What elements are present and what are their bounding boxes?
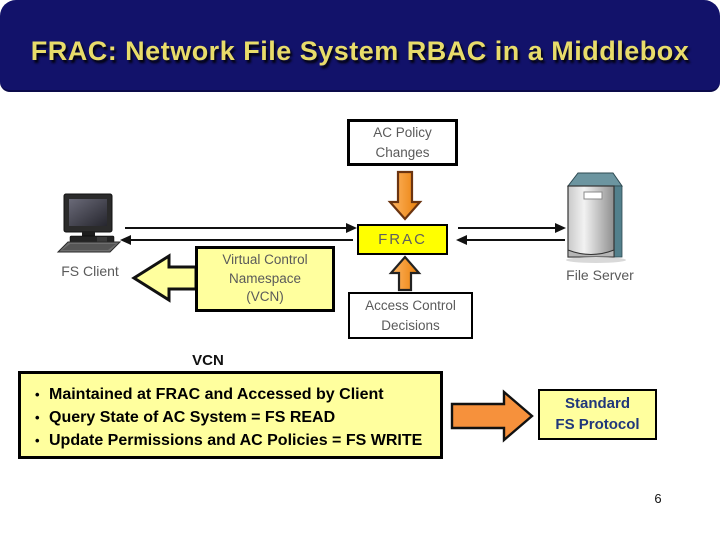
access-line1: Access Control [365, 297, 456, 313]
client-frac-connectors [120, 223, 357, 245]
standard-fs-protocol-box: Standard FS Protocol [538, 389, 657, 440]
frac-server-connectors [456, 223, 566, 245]
ac-policy-changes-box: AC Policy Changes [347, 119, 458, 166]
page-number: 6 [654, 491, 662, 506]
fs-client-label: FS Client [61, 263, 119, 279]
policy-down-arrow [387, 170, 423, 221]
ac-policy-line1: AC Policy [373, 124, 432, 140]
vcn-ns-line2: Namespace [228, 270, 302, 286]
slide-title: FRAC: Network File System RBAC in a Midd… [30, 35, 690, 66]
frac-label: FRAC [378, 231, 427, 248]
virtual-control-namespace-box: Virtual Control Namespace (VCN) [195, 246, 335, 312]
vcn-heading: VCN [192, 352, 224, 369]
access-line2: Decisions [381, 317, 440, 333]
vcn-details-box: Maintained at FRAC and Accessed by Clien… [18, 371, 443, 459]
protocol-right-arrow [450, 389, 534, 443]
file-server-label: File Server [566, 267, 634, 283]
server-tower-icon [566, 172, 626, 263]
vcn-ns-line1: Virtual Control [222, 251, 308, 267]
standard-line1: Standard [564, 395, 630, 413]
standard-line2: FS Protocol [555, 415, 640, 433]
frac-box: FRAC [357, 224, 448, 255]
vcn-bullet-2: Query State of AC System = FS READ [35, 406, 440, 429]
desktop-computer-icon [56, 193, 122, 253]
title-bar: FRAC: Network File System RBAC in a Midd… [0, 0, 720, 92]
vcn-bullet-3: Update Permissions and AC Policies = FS … [35, 429, 440, 452]
vcn-bullet-list: Maintained at FRAC and Accessed by Clien… [21, 383, 440, 452]
vcn-left-arrow [131, 253, 198, 303]
vcn-bullet-1: Maintained at FRAC and Accessed by Clien… [35, 383, 440, 406]
decisions-up-arrow [388, 255, 422, 292]
access-control-decisions-box: Access Control Decisions [348, 292, 473, 339]
ac-policy-line2: Changes [375, 144, 430, 160]
vcn-ns-line3: (VCN) [246, 289, 284, 305]
